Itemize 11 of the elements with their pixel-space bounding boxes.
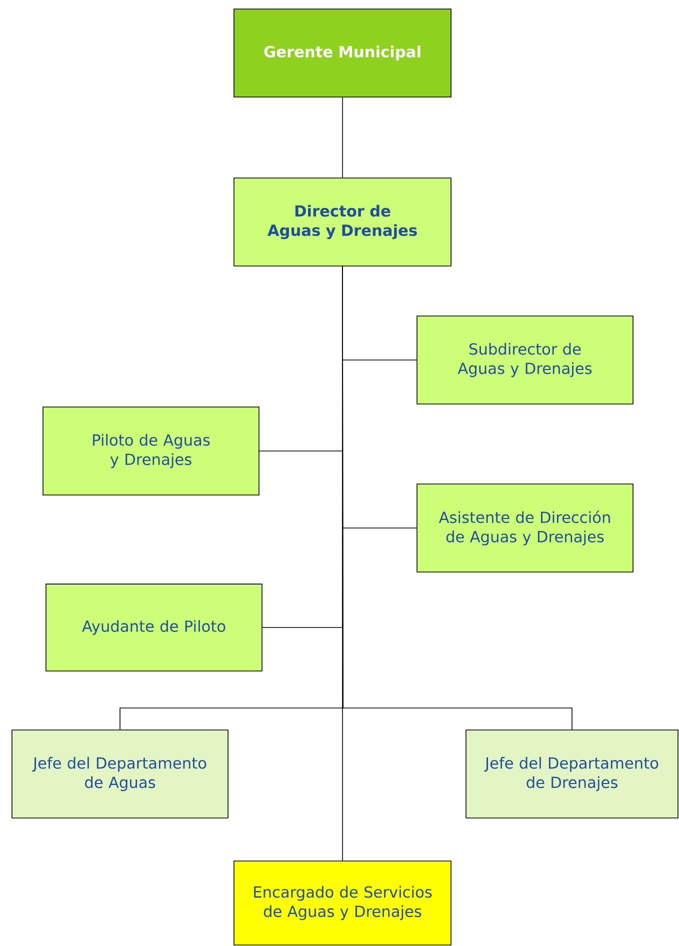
connector-line <box>342 97 343 178</box>
position-box: Piloto de Aguas y Drenajes <box>42 406 260 496</box>
position-box: Asistente de Dirección de Aguas y Drenajes <box>416 484 634 572</box>
position-box: Director de Aguas y Drenajes <box>234 178 452 266</box>
position-box: Ayudante de Piloto <box>46 584 262 672</box>
position-box: Jefe del Departamento de Aguas <box>12 730 228 818</box>
position-box: Encargado de Servicios de Aguas y Drenajes <box>234 860 452 946</box>
connector-line <box>342 266 343 861</box>
position-box: Jefe del Departamento de Drenajes <box>466 730 678 818</box>
title-box: Gerente Municipal <box>234 8 452 98</box>
position-box: Subdirector de Aguas y Drenajes <box>416 316 634 404</box>
